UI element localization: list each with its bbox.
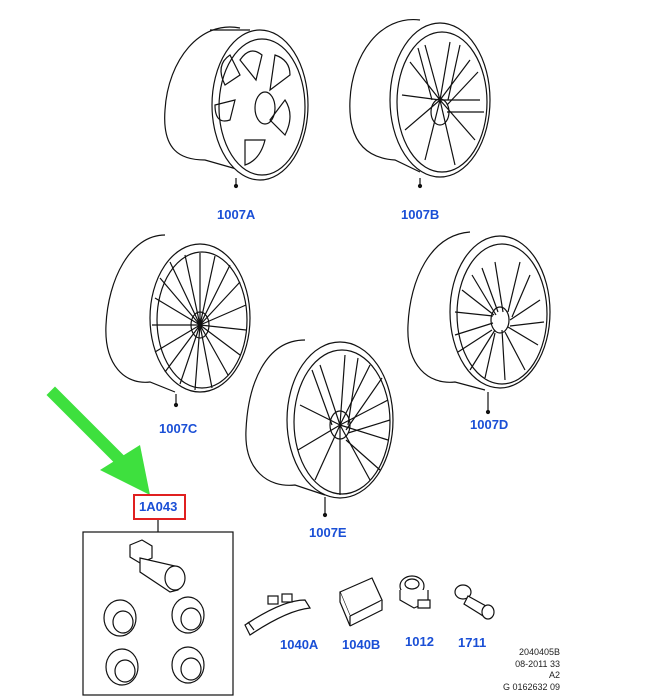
wheel-1007c: [105, 234, 251, 408]
sensor-1040b-illustration: [339, 577, 383, 627]
reference-graphic-id: G 0162632 09: [502, 681, 560, 692]
wheel-1007d: [407, 231, 551, 415]
callout-1007d[interactable]: 1007D: [470, 417, 509, 432]
lock-kit-illustration: [82, 518, 234, 696]
sensor-1040a-illustration: [244, 593, 312, 636]
callout-1007b[interactable]: 1007B: [401, 207, 440, 222]
wheel-1007a: [164, 26, 309, 189]
highlight-box-1a043: [133, 494, 186, 520]
callout-1040a[interactable]: 1040A: [280, 637, 319, 652]
pointer-arrow-icon: [46, 386, 150, 495]
callout-1711[interactable]: 1711: [458, 635, 487, 650]
reference-date: 08-2011 33: [515, 658, 560, 669]
reference-code: 2040405B: [518, 647, 560, 657]
callout-1007c[interactable]: 1007C: [159, 421, 198, 436]
reference-sheet: A2: [548, 670, 560, 680]
wheel-1007b: [349, 19, 491, 189]
wheel-nut-1012-illustration: [399, 575, 431, 609]
diagram-reference: 2040405B 08-2011 33 A2 G 0162632 09: [498, 647, 560, 693]
callout-1a043[interactable]: 1A043: [139, 499, 178, 514]
callout-1007a[interactable]: 1007A: [217, 207, 256, 222]
valve-stem-1711-illustration: [454, 584, 495, 620]
callout-1007e[interactable]: 1007E: [309, 525, 347, 540]
wheel-1007e: [245, 339, 394, 518]
callout-1040b[interactable]: 1040B: [342, 637, 381, 652]
callout-1012[interactable]: 1012: [405, 634, 434, 649]
